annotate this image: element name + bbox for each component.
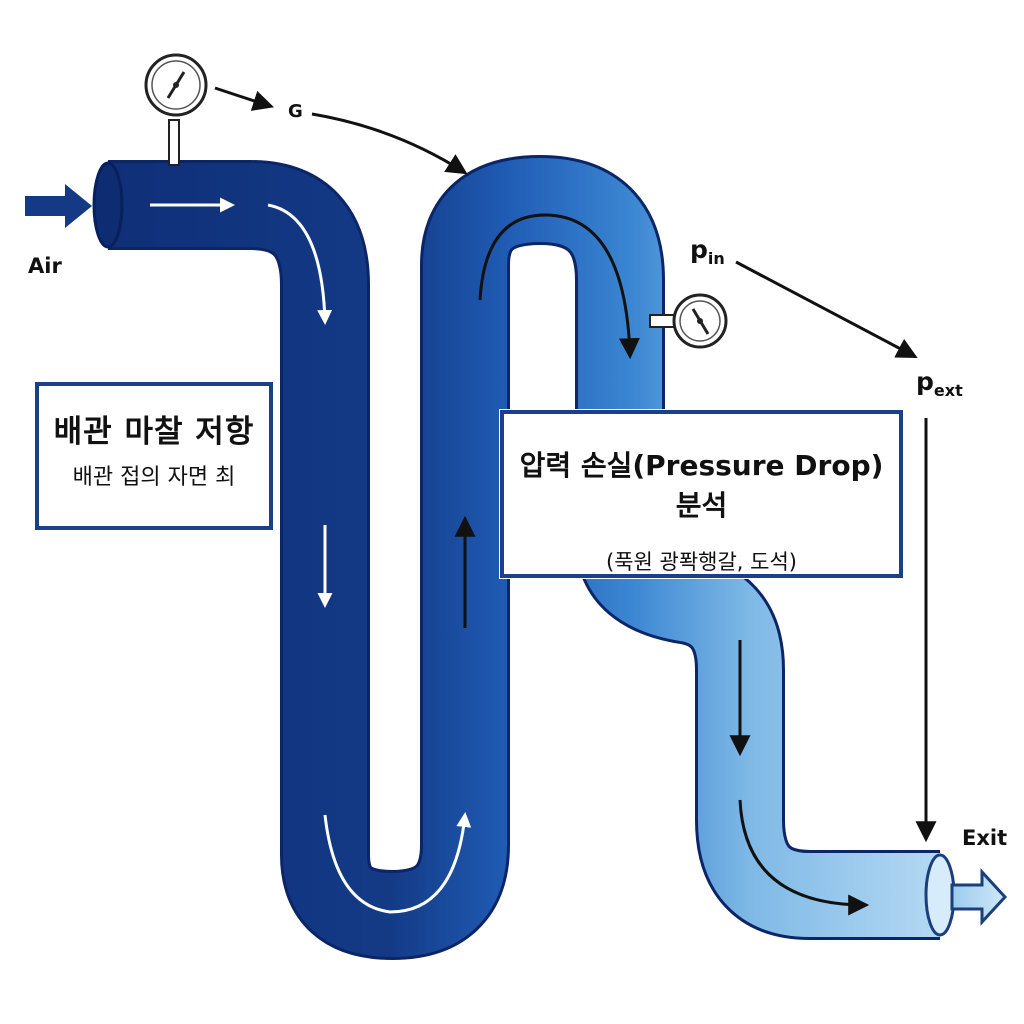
pressure-drop-box: 압력 손실(Pressure Drop) 분석 (푹원 광퐉행갈, 도석) (500, 410, 903, 578)
pipe (92, 155, 956, 960)
g-to-pipe-arrow (311, 112, 468, 175)
flow-arrows (150, 197, 870, 916)
gauge-to-g-arrow (214, 86, 275, 111)
pressure-drop-box-title: 압력 손실(Pressure Drop) 분석 (519, 449, 884, 522)
annotation-arrows (214, 86, 937, 843)
p-ext-label: pext (916, 367, 963, 400)
p-in-base: p (690, 235, 708, 264)
gauge-marker-label: G (288, 101, 303, 122)
flow-arrow-icon (267, 203, 333, 325)
p-in-label: pin (690, 235, 725, 268)
pipe-body (108, 158, 940, 957)
p-ext-base: p (916, 367, 934, 396)
flow-arrow-icon (738, 799, 870, 916)
friction-box-title: 배관 마찰 저항 (53, 414, 255, 450)
p-in-sub: in (708, 249, 725, 268)
pressure-gauge-icon (144, 53, 208, 166)
outlet-arrow-icon (950, 868, 1008, 926)
exit-label: Exit (962, 826, 1007, 850)
pressure-drop-box-subtitle: (푹원 광퐉행갈, 도석) (606, 550, 797, 574)
flow-arrow-icon (323, 812, 472, 914)
inlet-arrow-icon (25, 184, 92, 228)
pin-to-pext-arrow (735, 260, 918, 358)
friction-box-subtitle: 배관 접의 자면 최 (72, 465, 236, 490)
pipe-outlet-opening (924, 853, 956, 937)
pipe-inlet-opening (92, 161, 124, 249)
air-label: Air (28, 254, 62, 278)
flow-arrow-icon (478, 213, 640, 360)
friction-box: 배관 마찰 저항 배관 접의 자면 최 (35, 382, 273, 530)
p-ext-sub: ext (934, 381, 963, 400)
pressure-gauge-icon (649, 293, 728, 349)
